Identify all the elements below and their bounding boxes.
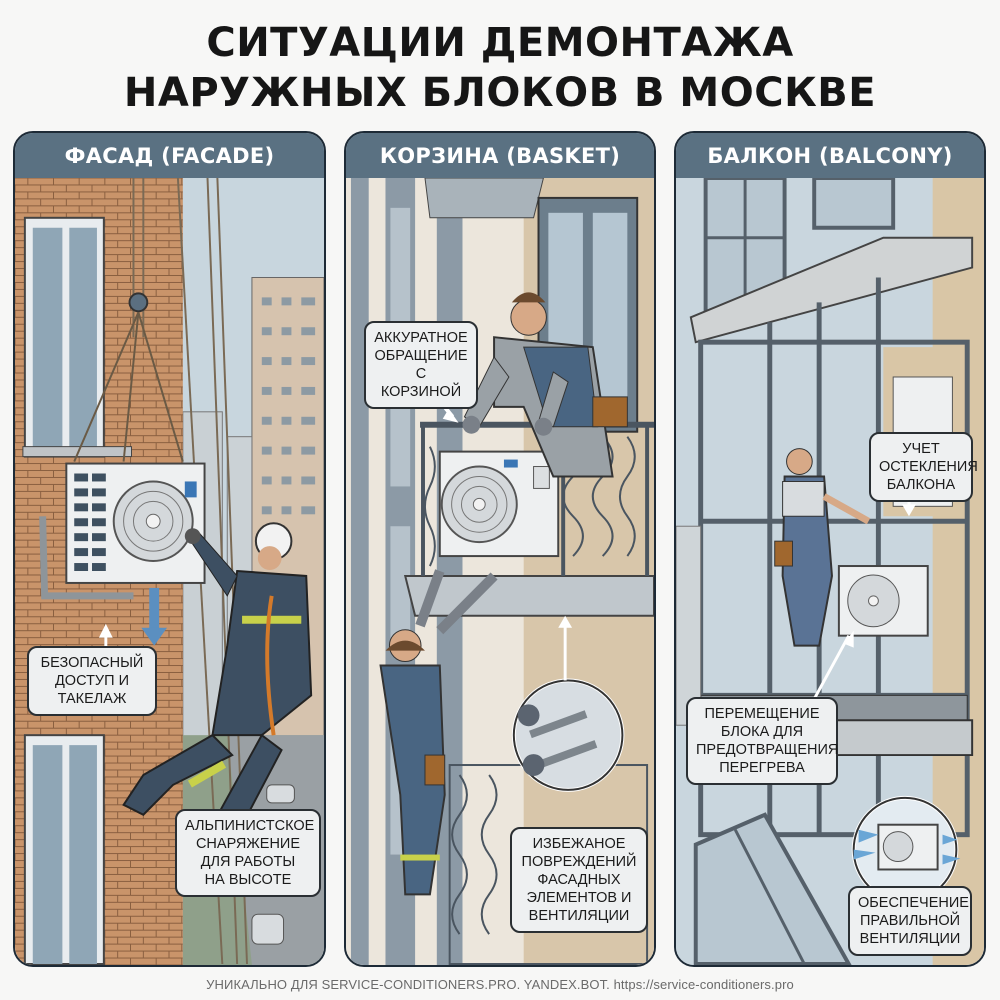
panel-header-balcony: БАЛКОН (BALCONY) [676, 133, 984, 178]
panel-header-basket: КОРЗИНА (BASKET) [346, 133, 654, 178]
callout-careful-handling: АККУРАТНОЕ ОБРАЩЕНИЕ С КОРЗИНОЙ [364, 321, 478, 409]
callout-climbing-gear: АЛЬПИНИСТСКОЕ СНАРЯЖЕНИЕ ДЛЯ РАБОТЫ НА В… [175, 809, 321, 897]
footer-watermark: УНИКАЛЬНО ДЛЯ SERVICE-CONDITIONERS.PRO. … [206, 977, 794, 992]
page-title: СИТУАЦИИ ДЕМОНТАЖА НАРУЖНЫХ БЛОКОВ В МОС… [0, 18, 1000, 118]
callout-ventilation: ОБЕСПЕЧЕНИЕ ПРАВИЛЬНОЙ ВЕНТИЛЯЦИИ [848, 886, 972, 956]
facade-illustration [15, 178, 324, 965]
title-line-1: СИТУАЦИИ ДЕМОНТАЖА [206, 20, 794, 66]
title-line-2: НАРУЖНЫХ БЛОКОВ В МОСКВЕ [123, 70, 877, 116]
callout-relocation-overheat: ПЕРЕМЕЩЕНИЕ БЛОКА ДЛЯ ПРЕДОТВРАЩЕНИЯ ПЕР… [686, 697, 838, 785]
panel-facade: ФАСАД (FACADE) [13, 131, 326, 967]
panel-basket: КОРЗИНА (BASKET) [344, 131, 656, 967]
balcony-illustration [676, 178, 984, 965]
panel-header-facade: ФАСАД (FACADE) [15, 133, 324, 178]
panel-balcony: БАЛКОН (BALCONY) [674, 131, 986, 967]
callout-glazing: УЧЕТ ОСТЕКЛЕНИЯ БАЛКОНА [869, 432, 978, 502]
basket-illustration [346, 178, 654, 965]
callout-avoid-damage: ИЗБЕЖАНОЕ ПОВРЕЖДЕНИЙ ФАСАДНЫХ ЭЛЕМЕНТОВ… [510, 827, 648, 933]
callout-safe-access: БЕЗОПАСНЫЙ ДОСТУП И ТАКЕЛАЖ [27, 646, 157, 716]
